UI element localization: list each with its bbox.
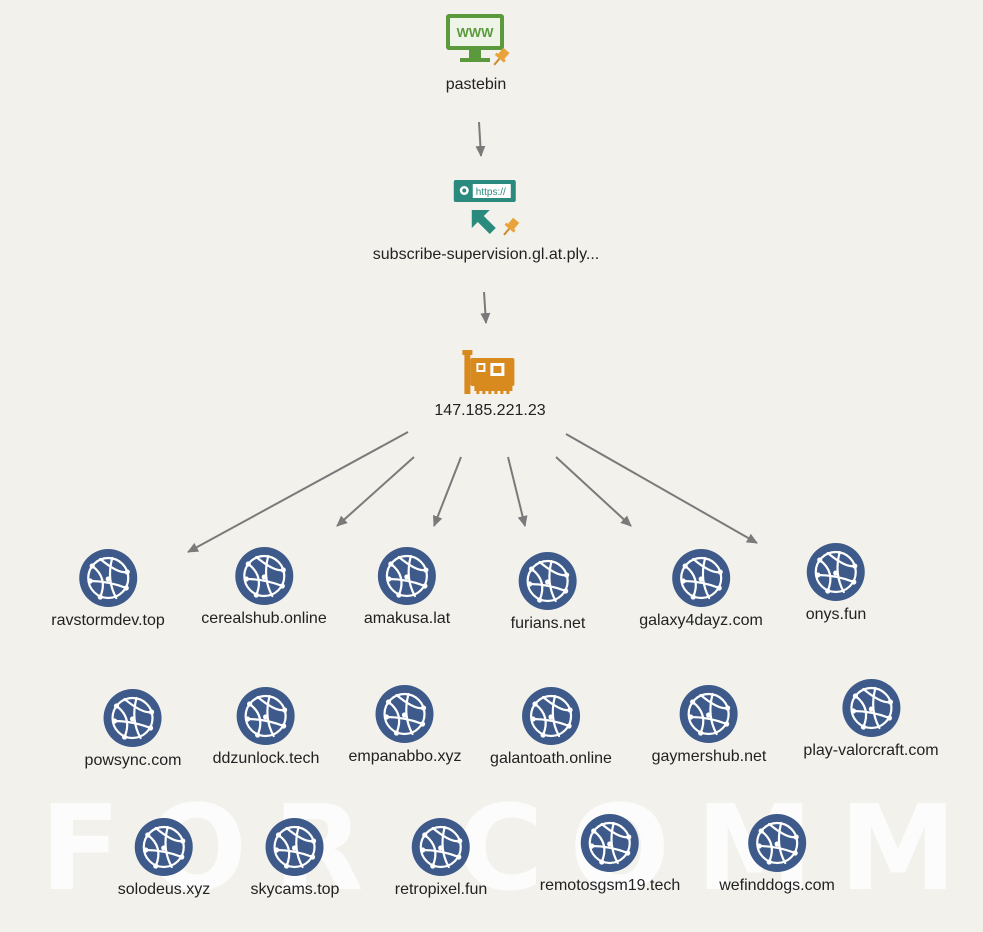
node-label: pastebin: [445, 76, 507, 93]
edge-ip-to-domain-3: [432, 456, 462, 527]
globe-icon: [103, 689, 162, 747]
globe-icon: [842, 679, 900, 737]
node-label: furians.net: [510, 615, 586, 632]
node-label: ddzunlock.tech: [212, 750, 320, 767]
network-card-icon: [462, 350, 514, 394]
node-label: ravstormdev.top: [51, 612, 165, 629]
node-domain[interactable]: remotosgsm19.tech: [539, 813, 681, 895]
node-label: gaymershub.net: [651, 748, 767, 765]
node-label: retropixel.fun: [394, 881, 488, 898]
node-domain[interactable]: skycams.top: [250, 817, 340, 899]
node-domain[interactable]: solodeus.xyz: [117, 817, 211, 899]
node-domain[interactable]: galaxy4dayz.com: [639, 548, 763, 630]
globe-icon: [412, 818, 470, 876]
node-domain[interactable]: play-valorcraft.com: [803, 678, 939, 760]
node-label: play-valorcraft.com: [803, 742, 939, 759]
globe-icon: [679, 685, 738, 743]
www-monitor-icon: WWW: [446, 14, 510, 66]
edge-ip-to-domain-5: [555, 456, 632, 527]
globe-icon: [79, 549, 137, 607]
edge-pastebin-to-url: [475, 121, 486, 157]
svg-text:WWW: WWW: [457, 25, 495, 40]
edge-ip-to-domain-4: [507, 456, 528, 527]
pin-icon: [503, 217, 520, 236]
node-label: cerealshub.online: [201, 610, 327, 627]
globe-icon: [580, 814, 639, 872]
pin-icon: [493, 47, 510, 66]
node-label: galaxy4dayz.com: [639, 612, 763, 629]
node-domain[interactable]: amakusa.lat: [364, 546, 450, 628]
globe-icon: [234, 547, 293, 605]
node-domain[interactable]: galantoath.online: [490, 686, 612, 768]
node-domain[interactable]: retropixel.fun: [394, 817, 488, 899]
node-label: skycams.top: [250, 881, 340, 898]
node-ip[interactable]: 147.185.221.23: [434, 348, 546, 420]
node-domain[interactable]: furians.net: [510, 551, 586, 633]
globe-icon: [519, 552, 577, 610]
edge-ip-to-domain-6: [565, 433, 758, 544]
url-text: https://: [476, 187, 506, 198]
node-label: onys.fun: [805, 606, 867, 623]
edge-url-to-ip: [480, 291, 491, 324]
node-domain[interactable]: gaymershub.net: [651, 684, 767, 766]
globe-icon: [521, 687, 580, 745]
node-domain[interactable]: cerealshub.online: [201, 546, 327, 628]
node-label: 147.185.221.23: [434, 402, 546, 419]
watermark-text: FOR COMMER: [40, 779, 980, 917]
globe-icon: [135, 818, 193, 876]
url-cursor-icon: https://: [454, 180, 520, 236]
globe-icon: [672, 549, 730, 607]
node-domain[interactable]: ravstormdev.top: [51, 548, 165, 630]
node-pastebin[interactable]: WWW pastebin: [436, 12, 516, 94]
node-label: remotosgsm19.tech: [539, 877, 681, 894]
globe-icon: [377, 547, 436, 605]
node-label: powsync.com: [84, 752, 182, 769]
node-label: solodeus.xyz: [117, 881, 211, 898]
node-domain[interactable]: powsync.com: [84, 688, 182, 770]
node-domain[interactable]: wefinddogs.com: [719, 813, 835, 895]
node-label: galantoath.online: [490, 750, 612, 767]
globe-icon: [376, 685, 434, 743]
edge-ip-to-domain-1: [187, 431, 409, 553]
globe-icon: [265, 818, 324, 876]
edge-ip-to-domain-2: [336, 456, 415, 527]
node-url[interactable]: https:// subscribe-supervision.gl.at.ply…: [373, 176, 599, 264]
globe-icon: [748, 814, 806, 872]
globe-icon: [806, 543, 865, 601]
globe-icon: [236, 687, 295, 745]
node-label: subscribe-supervision.gl.at.ply...: [372, 246, 600, 263]
node-label: amakusa.lat: [363, 610, 451, 627]
node-domain[interactable]: onys.fun: [806, 542, 866, 624]
node-domain[interactable]: empanabbo.xyz: [348, 684, 462, 766]
node-label: wefinddogs.com: [719, 877, 835, 894]
node-domain[interactable]: ddzunlock.tech: [212, 686, 320, 768]
node-label: empanabbo.xyz: [348, 748, 462, 765]
